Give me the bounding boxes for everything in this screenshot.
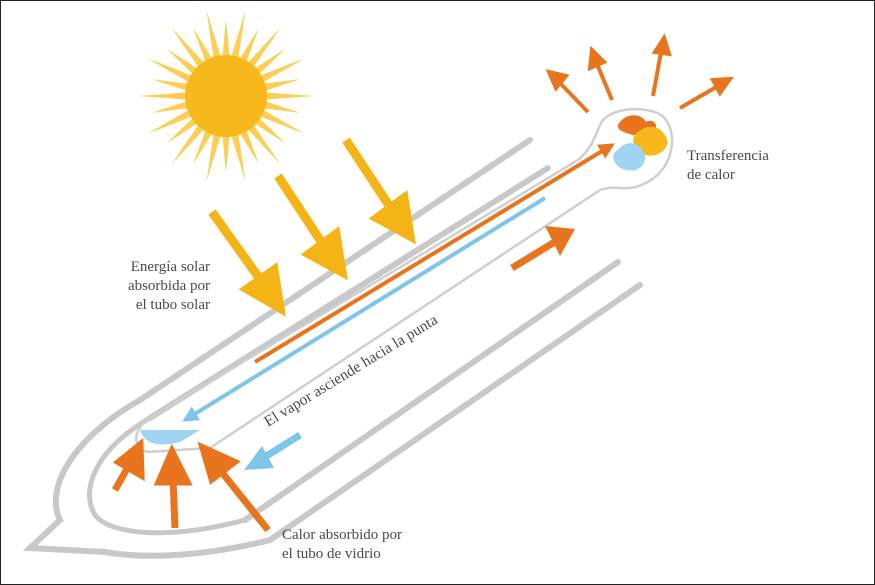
sun-ray [254,48,286,74]
heat-arrow-icon [510,226,575,271]
sun-ray [254,118,286,144]
absorbed-heat-line-2: el tubo de vidrio [282,546,381,562]
sun-ray [146,57,192,82]
sun-icon [138,10,314,182]
sun-ray [231,134,246,182]
outer-glass-tube [22,137,643,559]
sun-ray [260,110,306,135]
solar-energy-line-3: el tubo solar [135,297,210,313]
heat-transfer-label: Transferencia de calor [687,147,769,185]
liquid-return-line [182,196,547,422]
heat-transfer-line-1: Transferencia [687,148,769,164]
sun-ray [146,110,192,135]
absorbed-heat-line-1: Calor absorbido por [282,527,402,543]
solar-energy-line-2: absorbida por [127,278,210,294]
bottom-heat-arrows [111,437,271,533]
heat-transfer-icon [613,115,668,171]
sun-ray [193,130,212,165]
sun-ray [240,130,259,165]
solar-energy-label: Energía solar absorbida por el tubo sola… [72,258,210,315]
sun-ray [222,20,230,57]
solar-energy-line-1: Energía solar [130,259,210,275]
sun-ray [231,10,246,58]
vapor-line [253,143,615,364]
liquid-pool [140,430,200,445]
liquid-arrow-icon [244,432,302,470]
sun-ray [166,48,198,74]
sun-ray [138,92,187,100]
solar-arrow-icon [208,137,416,317]
sun-ray [171,27,204,68]
absorbed-heat-label: Calor absorbido por el tubo de vidrio [282,526,402,564]
sun-ray [151,101,188,113]
sun-ray [166,118,198,144]
sun-ray [264,79,301,91]
sun-ray [206,10,221,58]
heat-output-arrows [545,33,735,114]
sun-ray [264,101,301,113]
heat-transfer-line-2: de calor [687,167,735,183]
sun-ray [265,92,314,100]
sun-ray [248,27,281,68]
sun-ray [222,135,230,172]
sun-ray [248,124,281,165]
sun-ray [171,124,204,165]
sun-ray [193,27,212,62]
sun-ray [240,27,259,62]
sun-ray [260,57,306,82]
sun-ray [206,134,221,182]
sun-ray [151,79,188,91]
inner-heat-pipe [135,108,674,454]
